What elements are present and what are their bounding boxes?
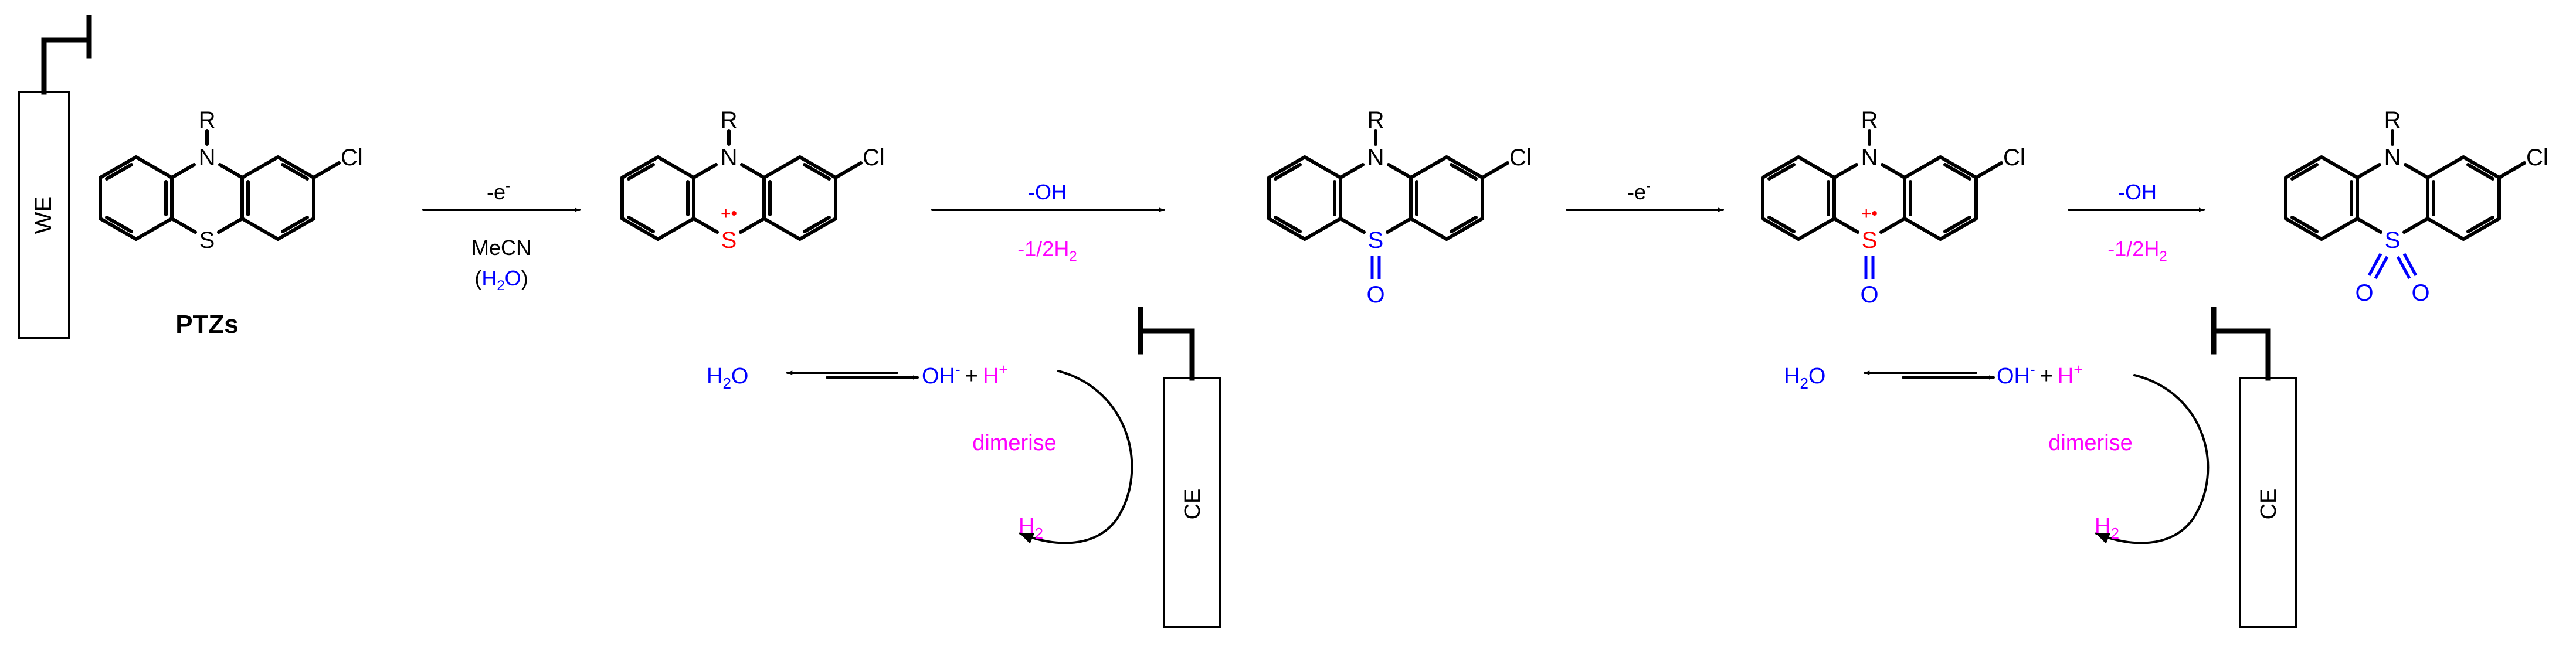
svg-text:CE: CE	[2256, 489, 2281, 520]
water-equilibrium-2: H2O OH-+H+ dimerise H2	[1784, 360, 2210, 544]
counter-electrode-1: CE	[1138, 307, 1221, 628]
svg-text:dimerise: dimerise	[972, 431, 1057, 455]
svg-text:S: S	[1862, 227, 1878, 253]
ptz-molecule: N R Cl S	[100, 107, 363, 253]
svg-text:-1/2H2: -1/2H2	[1017, 237, 1077, 264]
svg-text:Cl: Cl	[1509, 145, 1532, 171]
svg-text:N: N	[1367, 145, 1384, 171]
svg-text:R: R	[1367, 107, 1384, 133]
svg-text:Cl: Cl	[863, 145, 885, 171]
svg-text:R: R	[1861, 107, 1878, 133]
svg-text:H2O: H2O	[707, 364, 748, 392]
svg-text:Cl: Cl	[2003, 145, 2025, 171]
counter-electrode-2: CE	[2211, 307, 2297, 628]
svg-text:-e-: -e-	[487, 178, 510, 204]
radical-cation-1: N R Cl S +•	[622, 107, 885, 253]
svg-text:OH-+H+: OH-+H+	[1997, 360, 2083, 389]
svg-text:R: R	[2384, 107, 2401, 133]
svg-text:CE: CE	[1180, 489, 1205, 520]
arrow-oxidation-2: -e-	[1566, 178, 1724, 212]
svg-text:dimerise: dimerise	[2048, 431, 2133, 455]
svg-text:S: S	[1368, 227, 1384, 253]
svg-text:H2: H2	[1019, 514, 1043, 542]
svg-text:S: S	[199, 227, 215, 253]
svg-text:-OH: -OH	[1028, 180, 1067, 204]
svg-text:S: S	[2385, 227, 2401, 253]
svg-text:MeCN: MeCN	[471, 236, 531, 260]
sulfoxide: N R Cl S O	[1269, 107, 1532, 308]
svg-text:H2O: H2O	[1784, 364, 1825, 392]
svg-text:H2: H2	[2095, 514, 2119, 542]
svg-text:R: R	[199, 107, 216, 133]
svg-text:S: S	[721, 227, 737, 253]
arrow-oxidation-1: -e- MeCN (H2O)	[422, 178, 581, 294]
svg-text:O: O	[2411, 280, 2429, 306]
svg-text:N: N	[2384, 145, 2401, 171]
svg-text:OH-+H+: OH-+H+	[922, 360, 1008, 389]
svg-text:+•: +•	[721, 204, 737, 223]
working-electrode: WE	[18, 15, 92, 339]
svg-text:-1/2H2: -1/2H2	[2107, 237, 2167, 264]
svg-text:O: O	[1860, 282, 1878, 308]
svg-text:R: R	[721, 107, 738, 133]
svg-text:(H2O): (H2O)	[474, 266, 528, 294]
water-equilibrium-1: H2O OH-+H+ dimerise H2	[707, 360, 1133, 544]
sulfone: N R Cl S O O	[2286, 107, 2548, 306]
svg-text:Cl: Cl	[2526, 145, 2548, 171]
svg-text:N: N	[721, 145, 738, 171]
we-label: WE	[30, 196, 56, 234]
arrow-hydroxylation-2: -OH -1/2H2	[2068, 180, 2205, 264]
svg-text:-OH: -OH	[2118, 180, 2157, 204]
arrow-hydroxylation-1: -OH -1/2H2	[931, 180, 1165, 264]
svg-text:O: O	[2355, 280, 2373, 306]
svg-text:Cl: Cl	[341, 145, 363, 171]
svg-text:O: O	[1366, 282, 1384, 308]
ptzs-label: PTZs	[175, 310, 239, 339]
svg-text:+•: +•	[1861, 204, 1878, 223]
svg-text:N: N	[1861, 145, 1878, 171]
svg-text:-e-: -e-	[1627, 178, 1651, 204]
svg-text:N: N	[199, 145, 216, 171]
radical-cation-2: N R Cl S +• O	[1763, 107, 2025, 308]
